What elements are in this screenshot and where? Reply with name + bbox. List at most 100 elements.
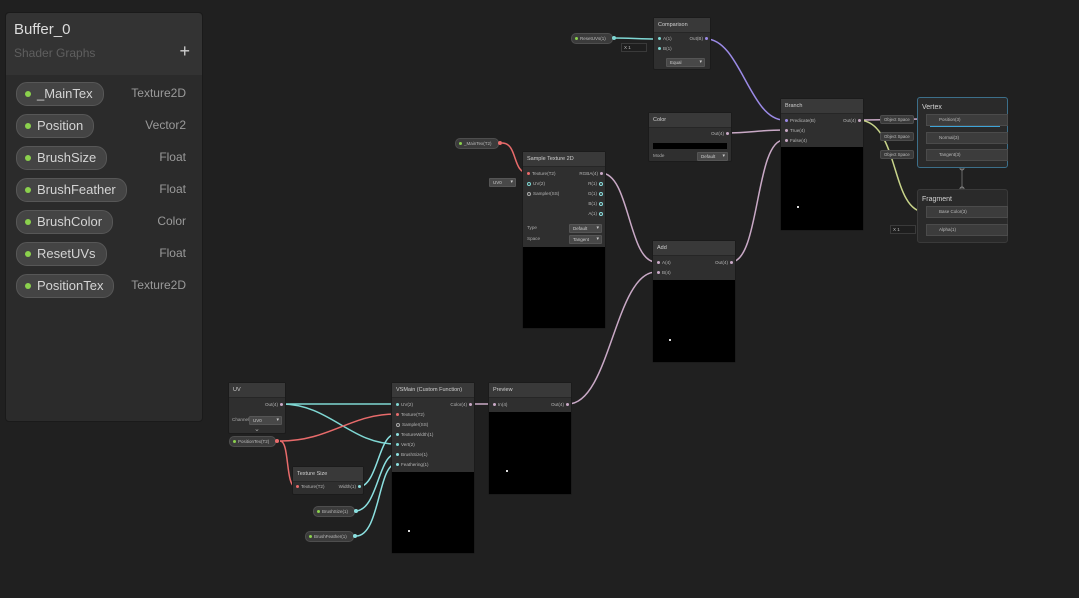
output-port-icon[interactable] bbox=[354, 509, 359, 513]
uv-channel-chip[interactable]: UV0 bbox=[489, 178, 516, 187]
comparison-mode-dropdown[interactable]: Equal bbox=[666, 58, 705, 67]
comparison-input-a[interactable]: A(1) bbox=[656, 35, 672, 43]
add-input-a[interactable]: A(4) bbox=[655, 259, 671, 267]
vertex-normal-space-chip[interactable]: Object Space bbox=[880, 132, 914, 141]
node-title: Comparison bbox=[654, 18, 710, 33]
branch-node[interactable]: Branch Predicate(B) True(4) False(4) Out… bbox=[780, 98, 864, 231]
collapse-chevron-icon[interactable]: ⌄ bbox=[254, 426, 260, 433]
color-swatch[interactable] bbox=[653, 143, 727, 149]
positiontex-property-node[interactable]: PositionTex(T2) bbox=[229, 436, 280, 447]
sample-input-sampler[interactable]: Sampler(SS) bbox=[525, 190, 559, 198]
vsmain-input-brushsize[interactable]: BrushSize(1) bbox=[394, 451, 428, 459]
resetuvs-property-node[interactable]: ResetUVs(1) bbox=[571, 33, 616, 44]
property-name: BrushFeather bbox=[37, 182, 116, 197]
preview-output[interactable]: Out(4) bbox=[551, 401, 571, 409]
uv-node[interactable]: UV Out(4) Channel UV0 ⌄ bbox=[228, 382, 286, 434]
comparison-input-b[interactable]: B(1) bbox=[656, 45, 672, 53]
property-type: Float bbox=[159, 246, 186, 260]
pill-label: PositionTex(T2) bbox=[238, 439, 270, 444]
fragment-alpha-slot[interactable]: Alpha(1) bbox=[926, 224, 1008, 236]
property-dot-icon bbox=[233, 440, 236, 443]
property-position[interactable]: Position bbox=[16, 114, 95, 138]
branch-input-predicate[interactable]: Predicate(B) bbox=[783, 117, 816, 125]
color-output[interactable]: Out(4) bbox=[711, 130, 731, 138]
brushsize-property-node[interactable]: BrushSize(1) bbox=[313, 506, 359, 517]
sample-output-rgba[interactable]: RGBA(4) bbox=[579, 170, 605, 178]
property-type: Float bbox=[159, 182, 186, 196]
output-port-icon[interactable] bbox=[275, 439, 280, 443]
branch-output[interactable]: Out(4) bbox=[843, 117, 863, 125]
sample-output-g[interactable]: G(1) bbox=[588, 190, 605, 198]
comparison-output[interactable]: Out(B) bbox=[689, 35, 710, 43]
vertex-normal-slot[interactable]: Normal(3) bbox=[926, 132, 1008, 144]
sample-output-r[interactable]: R(1) bbox=[588, 180, 605, 188]
blackboard-subtitle: Shader Graphs bbox=[14, 46, 96, 60]
fragment-stack[interactable]: Fragment Base Color(3) Alpha(1) bbox=[917, 189, 1008, 243]
property-resetuvs[interactable]: ResetUVs bbox=[16, 242, 107, 266]
vsmain-custom-function-node[interactable]: VSMain (Custom Function) UV(2) Texture(T… bbox=[391, 382, 475, 554]
node-title: Color bbox=[649, 113, 731, 128]
sample-output-b[interactable]: B(1) bbox=[588, 200, 605, 208]
property-dot-icon bbox=[575, 37, 578, 40]
output-port-icon[interactable] bbox=[352, 534, 357, 538]
comparison-node[interactable]: Comparison A(1) B(1) Out(B) Equal bbox=[653, 17, 711, 70]
property-positiontex[interactable]: PositionTex bbox=[16, 274, 115, 298]
property-dot-icon bbox=[25, 283, 31, 289]
output-port-icon[interactable] bbox=[497, 141, 502, 145]
wire-color-branch bbox=[725, 129, 785, 134]
branch-input-false[interactable]: False(4) bbox=[783, 137, 807, 145]
wire-add-branch bbox=[730, 139, 785, 263]
vertex-position-space-chip[interactable]: Object Space bbox=[880, 115, 914, 124]
color-mode-dropdown[interactable]: Default bbox=[697, 152, 728, 161]
sample-input-uv[interactable]: UV(2) bbox=[525, 180, 545, 188]
sample-output-a[interactable]: A(1) bbox=[588, 210, 605, 218]
preview-input[interactable]: In(4) bbox=[491, 401, 507, 409]
fragment-basecolor-slot[interactable]: Base Color(3) bbox=[926, 206, 1008, 218]
texture-size-output-width[interactable]: Width(1) bbox=[339, 483, 363, 491]
sample-texture-2d-node[interactable]: Sample Texture 2D Texture(T2) UV(2) Samp… bbox=[522, 151, 606, 329]
vsmain-input-vert[interactable]: Vert(2) bbox=[394, 441, 415, 449]
vsmain-input-sampler[interactable]: Sampler(SS) bbox=[394, 421, 428, 429]
property-brushcolor[interactable]: BrushColor bbox=[16, 210, 114, 234]
vsmain-input-uv[interactable]: UV(2) bbox=[394, 401, 413, 409]
property-type: Float bbox=[159, 150, 186, 164]
uv-channel-dropdown[interactable]: UV0 bbox=[249, 416, 282, 425]
add-output[interactable]: Out(4) bbox=[715, 259, 735, 267]
uv-output[interactable]: Out(4) bbox=[265, 401, 285, 409]
vertex-tangent-slot[interactable]: Tangent(3) bbox=[926, 149, 1008, 161]
color-node[interactable]: Color Out(4) Mode Default bbox=[648, 112, 732, 162]
maintex-property-node[interactable]: _MainTex(T2) bbox=[455, 138, 502, 149]
vertex-tangent-space-chip[interactable]: Object Space bbox=[880, 150, 914, 159]
sample-type-dropdown[interactable]: Default bbox=[569, 224, 602, 233]
sample-input-texture[interactable]: Texture(T2) bbox=[525, 170, 555, 178]
add-node[interactable]: Add A(4) B(4) Out(4) bbox=[652, 240, 736, 363]
comparison-b-value-field[interactable]: X 1 bbox=[621, 43, 647, 52]
sample-space-dropdown[interactable]: Tangent bbox=[569, 235, 602, 244]
add-input-b[interactable]: B(4) bbox=[655, 269, 671, 277]
vsmain-output-color[interactable]: Color(4) bbox=[450, 401, 474, 409]
vsmain-input-texture[interactable]: Texture(T2) bbox=[394, 411, 424, 419]
node-title: Texture Size bbox=[293, 467, 363, 482]
sample-type-label: Type bbox=[527, 225, 537, 230]
branch-preview bbox=[781, 147, 863, 230]
uv-channel-label: Channel bbox=[232, 417, 250, 422]
node-title: VSMain (Custom Function) bbox=[392, 383, 474, 398]
property-brushsize[interactable]: BrushSize bbox=[16, 146, 108, 170]
vertex-position-slot[interactable]: Position(3) bbox=[926, 114, 1008, 126]
property-maintex[interactable]: _MainTex bbox=[16, 82, 104, 106]
brushfeather-property-node[interactable]: BrushFeather(1) bbox=[305, 531, 357, 542]
property-dot-icon bbox=[25, 219, 31, 225]
texture-size-input[interactable]: Texture(T2) bbox=[294, 483, 324, 491]
vertex-stack[interactable]: Vertex Position(3) Normal(3) Tangent(3) bbox=[917, 97, 1008, 168]
fragment-alpha-value-field[interactable]: X 1 bbox=[890, 225, 916, 234]
add-property-button[interactable]: + bbox=[179, 41, 190, 61]
preview-preview bbox=[489, 412, 571, 494]
preview-node[interactable]: Preview In(4) Out(4) bbox=[488, 382, 572, 495]
output-port-icon[interactable] bbox=[611, 36, 616, 40]
vsmain-input-feathering[interactable]: Feathering(1) bbox=[394, 461, 429, 469]
vsmain-input-texturewidth[interactable]: TextureWidth(1) bbox=[394, 431, 433, 439]
wire-sample-add bbox=[600, 172, 657, 263]
texture-size-node[interactable]: Texture Size Texture(T2) Width(1) bbox=[292, 466, 364, 495]
property-brushfeather[interactable]: BrushFeather bbox=[16, 178, 127, 202]
branch-input-true[interactable]: True(4) bbox=[783, 127, 805, 135]
